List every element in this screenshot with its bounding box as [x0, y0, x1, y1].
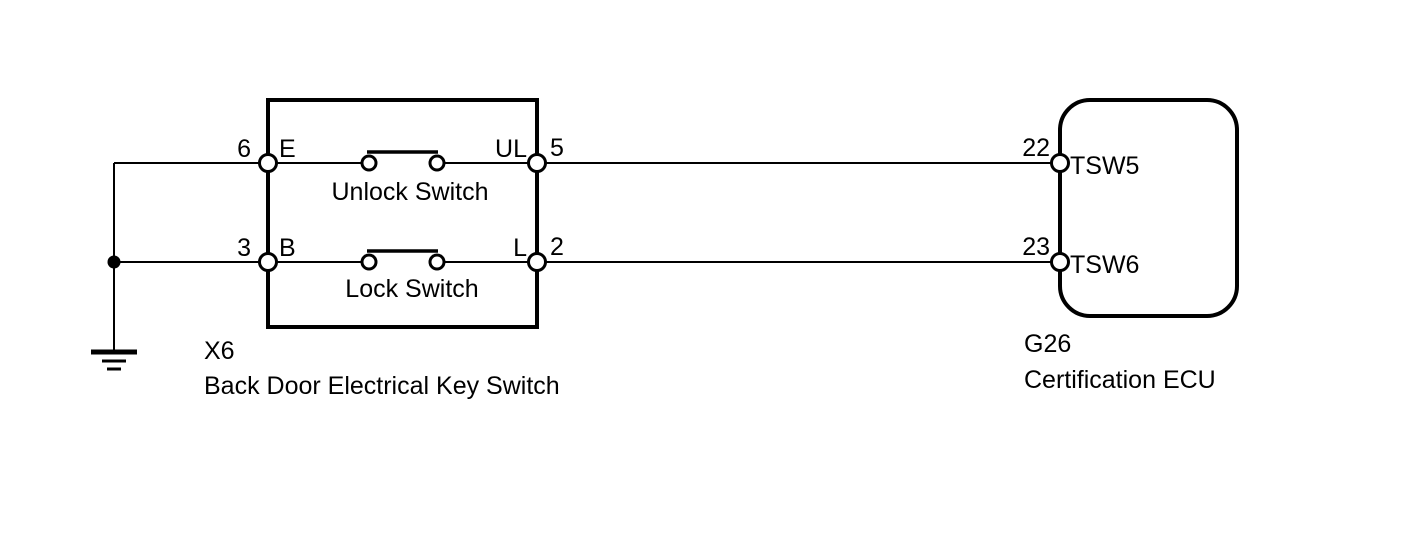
pin-label-3: 3: [237, 234, 251, 262]
key-switch-box: [266, 98, 539, 329]
key-switch-name: Back Door Electrical Key Switch: [204, 372, 560, 400]
ecu-name: Certification ECU: [1024, 366, 1216, 394]
ecu-box: [1058, 98, 1239, 318]
pin-label-22: 22: [1022, 134, 1050, 162]
terminal-x6-5-UL: [527, 153, 547, 173]
terminal-x6-6-E: [258, 153, 278, 173]
terminals: [258, 153, 1070, 272]
pin-label-23: 23: [1022, 233, 1050, 261]
unlock-contact-right: [428, 154, 446, 172]
unlock-switch-contact-icon: [360, 150, 446, 172]
ecu-id: G26: [1024, 330, 1071, 358]
terminal-x6-2-L: [527, 252, 547, 272]
pin-label-L: L: [513, 234, 527, 262]
lock-switch-contact-icon: [360, 249, 446, 271]
pin-label-6: 6: [237, 135, 251, 163]
pin-label-TSW5: TSW5: [1070, 152, 1139, 180]
pin-label-E: E: [279, 135, 296, 163]
terminal-g26-22: [1050, 153, 1070, 173]
unlock-contact-left: [360, 154, 378, 172]
lock-switch-label: Lock Switch: [345, 275, 478, 303]
unlock-switch-label: Unlock Switch: [332, 178, 489, 206]
key-switch-id: X6: [204, 337, 235, 365]
wires: [113, 162, 1060, 351]
ground-icon: [91, 349, 137, 371]
pin-label-2: 2: [550, 233, 564, 261]
terminal-g26-23: [1050, 252, 1070, 272]
lock-contact-left: [360, 253, 378, 271]
terminal-x6-3-B: [258, 252, 278, 272]
pin-label-TSW6: TSW6: [1070, 251, 1139, 279]
pin-label-UL: UL: [495, 135, 527, 163]
pin-label-B: B: [279, 234, 296, 262]
junction-dot: [107, 255, 121, 269]
lock-contact-right: [428, 253, 446, 271]
pin-label-5: 5: [550, 134, 564, 162]
